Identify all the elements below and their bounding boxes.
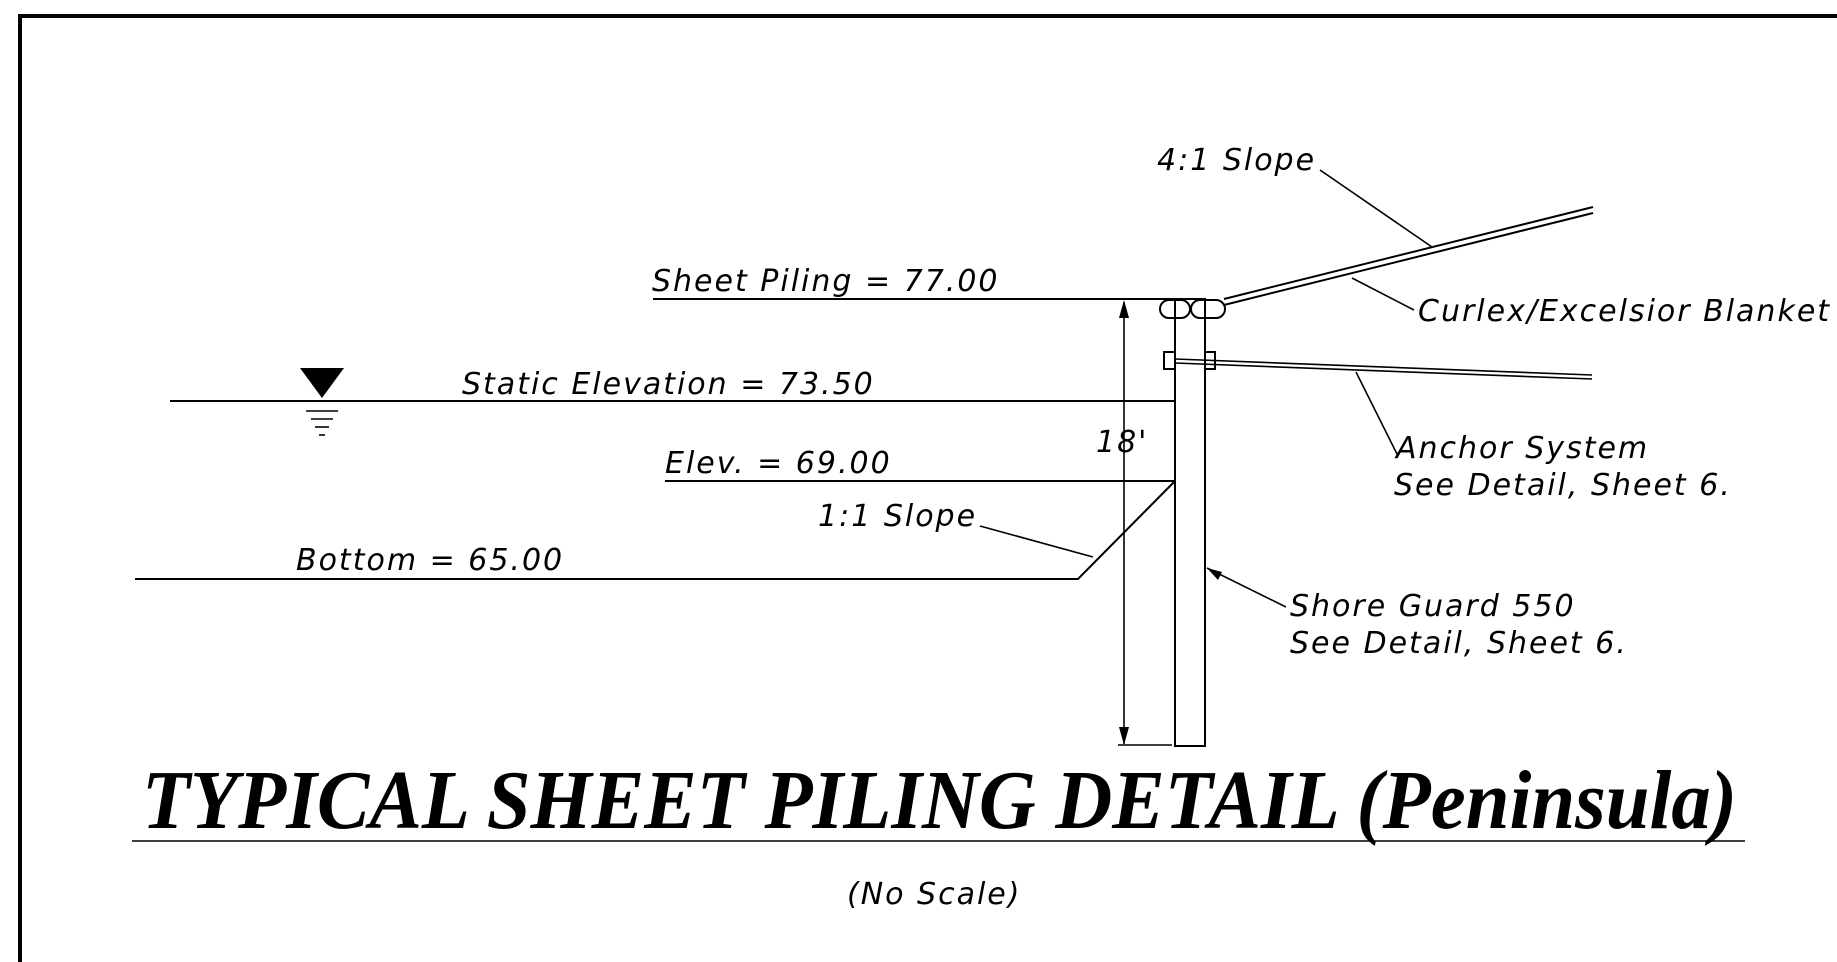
anchor-system-label-line1: Anchor System xyxy=(1394,431,1649,466)
drawing-border xyxy=(18,14,1837,962)
slope-4-1-line-bottom xyxy=(1223,212,1594,306)
dimension-18-label: 18' xyxy=(1096,425,1148,460)
dimension-arrow-top xyxy=(1119,300,1129,318)
anchor-plate-left xyxy=(1163,351,1176,370)
slope-4-1-line-top xyxy=(1223,206,1594,300)
sheet-pile xyxy=(1174,298,1206,747)
drawing-title: TYPICAL SHEET PILING DETAIL (Peninsula) xyxy=(142,754,1737,847)
static-elevation-label: Static Elevation = 73.50 xyxy=(462,367,875,402)
water-level-triangle-icon xyxy=(300,368,344,398)
elev-69-label: Elev. = 69.00 xyxy=(665,446,892,481)
slope-1-1-leader xyxy=(979,525,1094,558)
shore-guard-arrow xyxy=(1207,568,1222,580)
dimension-arrow-bottom xyxy=(1119,727,1129,745)
pile-cap-right xyxy=(1190,299,1226,319)
no-scale-note: (No Scale) xyxy=(847,877,1021,912)
bottom-label: Bottom = 65.00 xyxy=(296,543,564,578)
slope-1-1-label: 1:1 Slope xyxy=(818,499,977,534)
shore-guard-label-line2: See Detail, Sheet 6. xyxy=(1290,626,1628,661)
slope-4-1-label: 4:1 Slope xyxy=(1157,143,1316,178)
curlex-blanket-label: Curlex/Excelsior Blanket xyxy=(1418,294,1831,329)
shore-guard-label-line1: Shore Guard 550 xyxy=(1290,589,1576,624)
anchor-rod-bottom xyxy=(1174,362,1593,380)
curlex-leader xyxy=(1351,277,1415,311)
water-level-ticks-icon xyxy=(306,410,338,436)
anchor-leader xyxy=(1355,371,1399,457)
bottom-and-slope-line xyxy=(135,480,1176,580)
slope-4-1-leader xyxy=(1319,169,1433,248)
anchor-rod-top xyxy=(1174,358,1593,376)
anchor-system-label-line2: See Detail, Sheet 6. xyxy=(1394,468,1732,503)
sheet-piling-label: Sheet Piling = 77.00 xyxy=(652,264,1000,299)
